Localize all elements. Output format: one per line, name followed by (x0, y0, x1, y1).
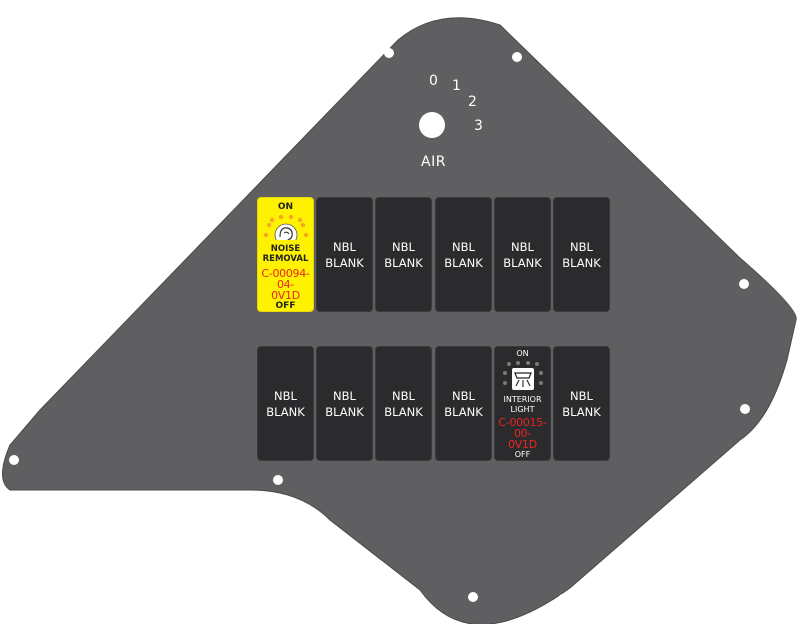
blank-label-line2: BLANK (325, 255, 364, 270)
blank-label-line2: BLANK (444, 255, 483, 270)
interior-light-switch[interactable]: ON INTERIOR LIGHT C-00015-00- 0V1D OFF (494, 346, 551, 461)
blank-switch[interactable]: NBL BLANK (494, 197, 551, 312)
switch-on-label: ON (516, 349, 529, 358)
blank-label-line2: BLANK (444, 404, 483, 419)
blank-label-line1: NBL (511, 239, 534, 254)
blank-label-line1: NBL (452, 388, 475, 403)
dome-light-icon (502, 361, 543, 390)
ear-headset-icon (263, 222, 308, 240)
switch-on-label: ON (277, 202, 294, 212)
blank-switch[interactable]: NBL BLANK (553, 197, 610, 312)
mounting-hole (384, 48, 394, 58)
blank-switch[interactable]: NBL BLANK (375, 197, 432, 312)
mounting-hole (558, 594, 568, 604)
air-knob-label: AIR (421, 154, 446, 170)
blank-label-line2: BLANK (384, 255, 423, 270)
indicator-leds (269, 214, 302, 223)
part-code-line2: 0V1D (508, 438, 537, 451)
switch-name-line2: REMOVAL (262, 254, 309, 264)
part-code-line1: C-00094-04- (261, 267, 310, 291)
blank-label-line1: NBL (392, 239, 415, 254)
blank-switch[interactable]: NBL BLANK (257, 346, 314, 461)
knob-position-3: 3 (474, 118, 483, 134)
mounting-hole (468, 592, 478, 602)
blank-label-line1: NBL (570, 388, 593, 403)
switch-off-label: OFF (275, 301, 296, 311)
blank-label-line1: NBL (452, 239, 475, 254)
blank-switch[interactable]: NBL BLANK (375, 346, 432, 461)
switch-name-line2: LIGHT (510, 405, 535, 414)
air-knob-hole[interactable] (419, 112, 445, 138)
blank-label-line1: NBL (333, 239, 356, 254)
switch-name-line1: NOISE (270, 244, 301, 254)
mounting-hole (740, 404, 750, 414)
blank-label-line1: NBL (570, 239, 593, 254)
blank-switch[interactable]: NBL BLANK (435, 346, 492, 461)
blank-label-line1: NBL (392, 388, 415, 403)
mounting-hole (739, 279, 749, 289)
blank-label-line1: NBL (333, 388, 356, 403)
switch-off-label: OFF (514, 450, 531, 459)
blank-label-line2: BLANK (562, 404, 601, 419)
mounting-hole (512, 52, 522, 62)
panel-outline (2, 17, 797, 624)
knob-position-1: 1 (452, 78, 461, 94)
blank-label-line1: NBL (274, 388, 297, 403)
blank-switch[interactable]: NBL BLANK (316, 197, 373, 312)
part-code-line2: 0V1D (271, 289, 300, 302)
switch-name-line1: INTERIOR (503, 395, 542, 404)
part-code-line1: C-00015-00- (498, 416, 547, 440)
blank-label-line2: BLANK (503, 255, 542, 270)
blank-label-line2: BLANK (562, 255, 601, 270)
blank-switch[interactable]: NBL BLANK (553, 346, 610, 461)
mounting-hole (9, 455, 19, 465)
blank-label-line2: BLANK (266, 404, 305, 419)
knob-position-2: 2 (468, 94, 477, 110)
knob-position-0: 0 (429, 73, 438, 89)
blank-switch[interactable]: NBL BLANK (316, 346, 373, 461)
blank-switch[interactable]: NBL BLANK (435, 197, 492, 312)
blank-label-line2: BLANK (384, 404, 423, 419)
blank-label-line2: BLANK (325, 404, 364, 419)
noise-removal-switch[interactable]: ON NOISE REMOVAL C-00094-04- 0V1D OFF (257, 197, 314, 312)
mounting-hole (273, 475, 283, 485)
